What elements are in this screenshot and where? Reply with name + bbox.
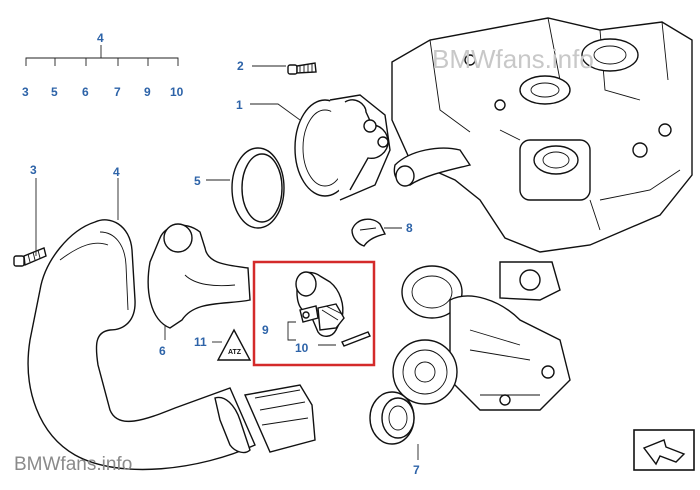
clamp-part-8 [351, 218, 387, 247]
watermark-bottom: BMWfans.info [14, 454, 132, 475]
throttle-housing-part [294, 94, 391, 201]
gasket-ring-part-5 [231, 147, 285, 229]
watermark-top: BMWfans.info [432, 44, 594, 74]
hose-part-6 [147, 223, 251, 329]
callout-5[interactable]: 5 [194, 174, 201, 188]
callout-tree-5[interactable]: 5 [51, 85, 58, 99]
callout-9[interactable]: 9 [262, 323, 269, 337]
callout-8[interactable]: 8 [406, 221, 413, 235]
callout-11[interactable]: 11 [194, 335, 207, 349]
warning-label-part-11: ATZ [216, 328, 252, 361]
callout-2[interactable]: 2 [237, 59, 244, 73]
callout-1[interactable]: 1 [236, 98, 243, 112]
screw-part-2 [287, 62, 317, 75]
turbocharger-part [392, 261, 571, 411]
callout-tree: 4 3 5 6 7 9 10 [22, 31, 184, 99]
callout-7[interactable]: 7 [413, 463, 420, 477]
screw-part-3 [13, 247, 47, 267]
callout-tree-10[interactable]: 10 [170, 85, 184, 99]
next-page-arrow-icon[interactable] [633, 429, 695, 471]
callout-10[interactable]: 10 [295, 341, 309, 355]
callout-tree-6[interactable]: 6 [82, 85, 89, 99]
warning-label-text: ATZ [228, 349, 242, 356]
cylinder-head-part [391, 17, 693, 253]
callout-6[interactable]: 6 [159, 344, 166, 358]
callout-3[interactable]: 3 [30, 163, 37, 177]
callout-tree-9[interactable]: 9 [144, 85, 151, 99]
coupling-ring-part-7 [369, 391, 415, 445]
callout-leaders [35, 65, 419, 460]
callout-tree-4[interactable]: 4 [97, 31, 104, 45]
highlight-box: 9 10 [252, 260, 376, 367]
callout-4[interactable]: 4 [113, 165, 120, 179]
callout-tree-7[interactable]: 7 [114, 85, 121, 99]
intake-boot-part-4 [27, 219, 316, 471]
callout-tree-3[interactable]: 3 [22, 85, 29, 99]
